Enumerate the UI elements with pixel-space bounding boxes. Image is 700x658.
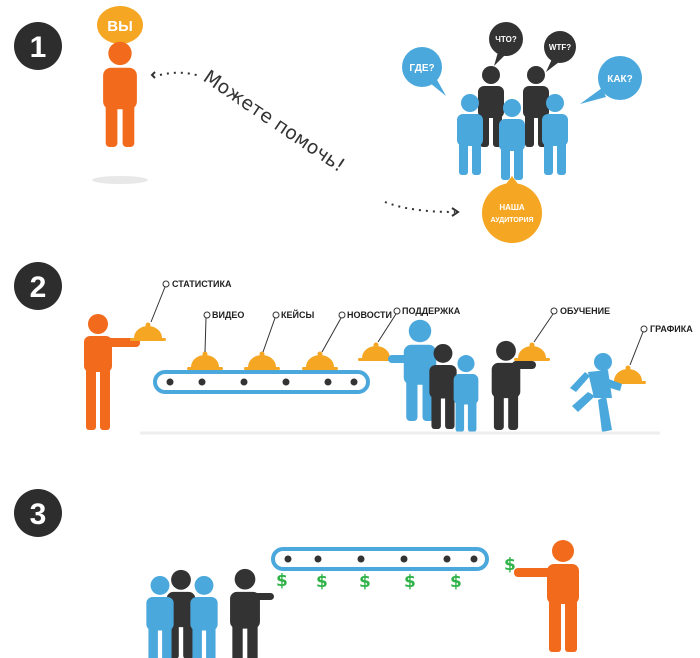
you-bubble-text: ВЫ bbox=[107, 18, 133, 35]
audience-text-line2: АУДИТОРИЯ bbox=[490, 217, 533, 224]
dotted-path: Можете помочь! bbox=[150, 66, 460, 217]
dotted-path-text: Можете помочь! bbox=[199, 66, 349, 177]
you-bubble: ВЫ bbox=[97, 6, 143, 52]
payer-blue-right bbox=[190, 575, 218, 658]
audience-bubble: НАША АУДИТОРИЯ bbox=[482, 176, 542, 243]
cloche-cases bbox=[244, 351, 280, 370]
question-bubble-wtf: WTF? bbox=[544, 31, 576, 72]
question-text-what: ЧТО? bbox=[495, 35, 517, 44]
money-conveyor-belt bbox=[271, 547, 489, 571]
step-number-3 bbox=[14, 489, 62, 537]
step-2: 2 bbox=[14, 262, 693, 435]
label-cases: КЕЙСЫ bbox=[281, 309, 314, 320]
step-number-3-label: 3 bbox=[30, 498, 47, 531]
question-bubble-how: КАК? bbox=[580, 56, 642, 104]
cloche-video bbox=[187, 351, 223, 370]
money-icon: $ bbox=[359, 572, 371, 592]
payer-arm bbox=[252, 593, 274, 600]
step-number-2 bbox=[14, 262, 62, 310]
label-pins bbox=[150, 280, 648, 366]
question-text-wtf: WTF? bbox=[549, 43, 571, 52]
label-news: НОВОСТИ bbox=[347, 310, 392, 320]
conveyor-belt bbox=[153, 370, 370, 394]
audience-text-line1: НАША bbox=[499, 203, 525, 212]
label-graphics: ГРАФИКА bbox=[650, 324, 693, 334]
step-number-2-label: 2 bbox=[30, 271, 47, 304]
receiver-blue-small bbox=[453, 355, 479, 432]
money-icon: $ bbox=[276, 571, 288, 591]
question-text-where: ГДЕ? bbox=[409, 63, 434, 74]
money-icon: $ bbox=[316, 572, 328, 592]
paying-audience bbox=[146, 568, 274, 658]
cloche-graphics bbox=[610, 365, 646, 384]
label-statistics: СТАТИСТИКА bbox=[172, 279, 232, 289]
payer-blue-left bbox=[146, 575, 174, 658]
question-bubble-what: ЧТО? bbox=[489, 22, 523, 66]
question-bubble-where: ГДЕ? bbox=[402, 47, 446, 96]
receiver-arm bbox=[388, 355, 412, 363]
cloche-training bbox=[514, 342, 550, 361]
server-person-figure bbox=[84, 314, 140, 430]
question-text-how: КАК? bbox=[607, 74, 633, 85]
money-icon: $ bbox=[504, 555, 516, 575]
step-number-1-label: 1 bbox=[30, 31, 47, 64]
cloche-statistics bbox=[130, 322, 166, 341]
audience-group bbox=[457, 66, 568, 180]
payer-dark-pointing bbox=[230, 568, 260, 658]
running-person-figure bbox=[570, 353, 622, 432]
waiter-arm bbox=[512, 361, 536, 369]
you-person-figure bbox=[103, 41, 137, 147]
label-video: ВИДЕО bbox=[212, 310, 244, 320]
earner-person-figure bbox=[514, 540, 579, 652]
step-1: 1 ВЫ Можете помочь! bbox=[14, 6, 642, 243]
step-number-1 bbox=[14, 22, 62, 70]
label-training: ОБУЧЕНИЕ bbox=[560, 306, 610, 316]
cloche-news bbox=[302, 351, 338, 370]
you-shadow bbox=[92, 176, 148, 184]
receiver-dark-waiter bbox=[491, 340, 521, 430]
money-icon: $ bbox=[450, 572, 462, 592]
step-3: 3 $ $ $ $ $ $ bbox=[14, 489, 579, 658]
money-icon: $ bbox=[404, 572, 416, 592]
receiving-audience bbox=[388, 319, 536, 432]
label-support: ПОДДЕРЖКА bbox=[402, 306, 461, 316]
